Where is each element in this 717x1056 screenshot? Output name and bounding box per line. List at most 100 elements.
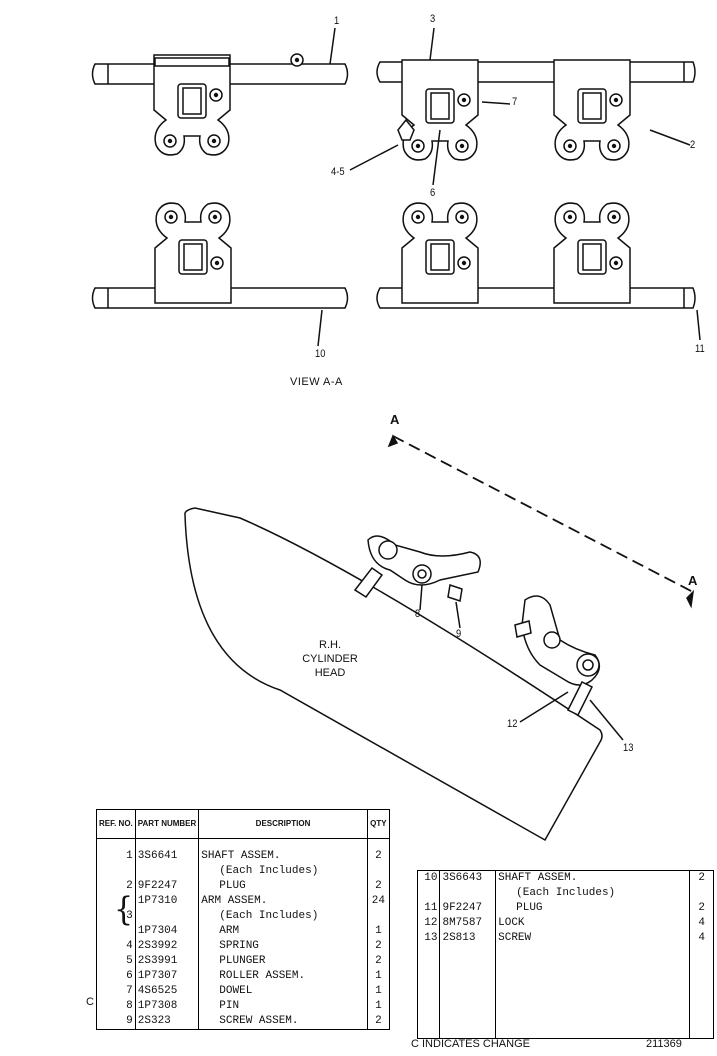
cell-part bbox=[439, 886, 497, 901]
cell-desc: SCREW ASSEM. bbox=[198, 1014, 368, 1030]
cell-ref: 5 bbox=[96, 954, 136, 969]
shaft-assembly-1 bbox=[91, 27, 349, 155]
cell-ref bbox=[96, 864, 136, 879]
table-row: 3 (Each Includes) bbox=[96, 909, 390, 924]
cell-part: 9F2247 bbox=[439, 901, 497, 916]
cell-qty: 4 bbox=[698, 932, 705, 944]
cell-desc: PLUG bbox=[495, 901, 691, 916]
cell-qty: 2 bbox=[375, 850, 382, 862]
callout-12: 12 bbox=[507, 718, 518, 730]
cell-ref: 13 bbox=[417, 931, 441, 946]
cell-qty: 1 bbox=[375, 970, 382, 982]
table-row: (Each Includes) bbox=[96, 864, 390, 879]
cell-ref: 7 bbox=[96, 984, 136, 999]
callout-9: 9 bbox=[456, 628, 462, 640]
header-ref-no: REF. NO. bbox=[96, 809, 136, 839]
cell-ref: 4 bbox=[96, 939, 136, 954]
cell-desc: SHAFT ASSEM. bbox=[495, 870, 691, 886]
cell-part: 2S3992 bbox=[135, 939, 200, 954]
callout-8: 8 bbox=[415, 608, 421, 620]
shaft-assembly-3 bbox=[349, 27, 696, 186]
header-part-number: PART NUMBER bbox=[135, 809, 200, 839]
cell-desc: ARM bbox=[198, 924, 368, 939]
cell-ref: 8 bbox=[96, 999, 136, 1014]
view-title: VIEW A-A bbox=[290, 376, 343, 388]
cell-desc: SCREW bbox=[495, 931, 691, 946]
section-marker-top: A bbox=[390, 412, 400, 427]
cell-ref: 11 bbox=[417, 901, 441, 916]
cell-desc: SPRING bbox=[198, 939, 368, 954]
callout-3: 3 bbox=[430, 13, 436, 25]
rocker-arm-right bbox=[514, 595, 624, 741]
cell-ref bbox=[96, 894, 136, 909]
cell-part: 1P7310 bbox=[135, 894, 200, 909]
cell-part bbox=[135, 909, 200, 924]
cell-qty: 1 bbox=[375, 925, 382, 937]
cell-qty: 2 bbox=[375, 955, 382, 967]
cell-qty: 1 bbox=[375, 1000, 382, 1012]
cell-part: 8M7587 bbox=[439, 916, 497, 931]
shaft-assembly-10 bbox=[91, 203, 349, 347]
section-line-a-a bbox=[387, 434, 695, 609]
shaft-assembly-11 bbox=[376, 203, 701, 341]
cell-qty: 2 bbox=[698, 872, 705, 884]
cell-part: 3S6641 bbox=[135, 849, 200, 864]
cylinder-head-line-3: HEAD bbox=[314, 667, 346, 679]
drawing-id: 211369 bbox=[646, 1038, 682, 1050]
cell-qty bbox=[367, 909, 389, 924]
cell-qty bbox=[367, 864, 389, 879]
group-brace: { bbox=[114, 890, 134, 929]
cell-part: 1P7304 bbox=[135, 924, 200, 939]
cell-desc: (Each Includes) bbox=[198, 864, 368, 879]
table-header: REF. NO. PART NUMBER DESCRIPTION QTY bbox=[96, 809, 390, 839]
callout-7: 7 bbox=[512, 96, 518, 108]
change-mark: C bbox=[86, 996, 94, 1008]
cell-ref: 10 bbox=[417, 870, 441, 886]
cell-qty: 2 bbox=[698, 902, 705, 914]
callout-6: 6 bbox=[430, 187, 436, 199]
callout-13: 13 bbox=[623, 742, 634, 754]
cell-desc: LOCK bbox=[495, 916, 691, 931]
cell-qty: 24 bbox=[371, 895, 385, 907]
cell-part: 2S3991 bbox=[135, 954, 200, 969]
callout-4-5: 4-5 bbox=[331, 166, 345, 178]
cell-desc: DOWEL bbox=[198, 984, 368, 999]
cell-qty: 4 bbox=[698, 917, 705, 929]
cell-desc: PLUG bbox=[198, 879, 368, 894]
cell-desc: ARM ASSEM. bbox=[198, 894, 368, 909]
cell-qty bbox=[690, 886, 714, 901]
header-qty: QTY bbox=[367, 809, 390, 839]
table-row: (Each Includes) bbox=[417, 886, 714, 901]
section-marker-bottom: A bbox=[688, 573, 698, 588]
cell-desc: PIN bbox=[198, 999, 368, 1014]
cylinder-head-label: R.H. CYLINDER HEAD bbox=[290, 638, 370, 680]
cell-part bbox=[135, 864, 200, 879]
callout-10: 10 bbox=[315, 348, 326, 360]
callout-2: 2 bbox=[690, 139, 696, 151]
rocker-arm-left bbox=[353, 535, 481, 629]
cell-ref: 1 bbox=[96, 849, 136, 864]
cell-part: 1P7308 bbox=[135, 999, 200, 1014]
cylinder-head-line-1: R.H. bbox=[319, 639, 341, 651]
cell-ref: 9 bbox=[96, 1014, 136, 1030]
cell-part: 3S6643 bbox=[439, 870, 497, 886]
cell-desc: (Each Includes) bbox=[198, 909, 368, 924]
cell-desc: ROLLER ASSEM. bbox=[198, 969, 368, 984]
cell-ref: 3 bbox=[96, 909, 136, 924]
cell-part: 1P7307 bbox=[135, 969, 200, 984]
cell-ref: 6 bbox=[96, 969, 136, 984]
